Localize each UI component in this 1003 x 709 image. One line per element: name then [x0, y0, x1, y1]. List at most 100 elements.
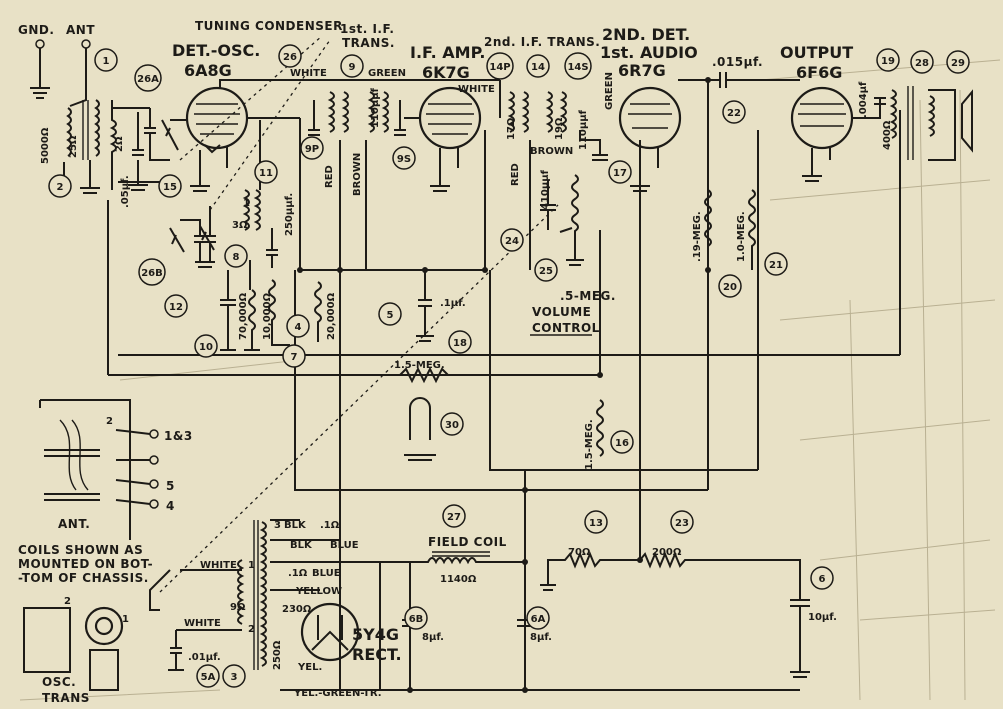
second-if-white: WHITE — [458, 84, 495, 95]
r250-label: 250Ω — [272, 640, 283, 670]
svg-text:17: 17 — [613, 168, 627, 179]
r19meg-label: .19-MEG. — [692, 211, 703, 262]
power-transformer: 3 BLK .1Ω BLK BLUE .1Ω BLUE YELLOW 230Ω … — [149, 519, 381, 690]
rectifier-stage: 5Y4G RECT. YEL. YEL.-GREEN-TR. — [293, 602, 402, 699]
svg-text:6: 6 — [819, 574, 826, 585]
det-osc-stage: DET.-OSC. 6A8G — [170, 41, 500, 192]
svg-text:29: 29 — [951, 58, 965, 69]
first-if-white: WHITE — [290, 68, 327, 79]
pin-1and3-label: 1&3 — [164, 429, 193, 443]
callout-16: 16 — [610, 430, 634, 454]
svg-text:27: 27 — [447, 512, 461, 523]
r1meg-label: 1.0-MEG. — [736, 211, 747, 262]
c2-label: 2Ω — [114, 136, 125, 152]
svg-text:8: 8 — [233, 252, 240, 263]
pt-blue1: BLUE — [330, 540, 359, 551]
c10-label: 10μf. — [808, 612, 837, 623]
det-osc-title: DET.-OSC. — [172, 41, 260, 60]
callout-6b: 6B — [404, 606, 428, 630]
ant-coil-pin-5 — [149, 479, 159, 489]
svg-text:22: 22 — [727, 108, 741, 119]
volume-label3: CONTROL — [532, 321, 600, 335]
svg-text:14P: 14P — [489, 62, 510, 73]
r400-label: 400Ω — [882, 120, 893, 150]
svg-text:7: 7 — [291, 352, 298, 363]
callout-8: 8 — [224, 244, 248, 268]
svg-text:26B: 26B — [141, 268, 163, 279]
avc-resistors: 1.5-MEG. 1.5-MEG. — [394, 360, 604, 470]
svg-text:13: 13 — [589, 518, 603, 529]
gnd-terminal — [35, 39, 45, 49]
rect-tube: 5Y4G — [352, 625, 399, 644]
gnd-label: GND. — [18, 23, 54, 37]
coils-note-1: COILS SHOWN AS — [18, 543, 143, 557]
c1-label: .1μf. — [440, 298, 466, 309]
callout-23: 23 — [670, 510, 694, 534]
output-tube: 6F6G — [796, 63, 842, 82]
r17-label: 17Ω — [506, 117, 517, 140]
svg-text:11: 11 — [259, 168, 273, 179]
osc-trans-body — [84, 606, 124, 646]
c05-label: .05μf. — [120, 175, 131, 208]
r5000-label: 5000Ω — [40, 127, 51, 164]
first-if-green: GREEN — [368, 68, 406, 79]
second-if-brown: BROWN — [530, 146, 573, 157]
t1-label: .1Ω — [320, 520, 340, 531]
if-amp-stage: I.F. AMP. 6K7G — [410, 43, 485, 192]
svg-text:10: 10 — [199, 342, 213, 353]
r200-label: 200Ω — [652, 547, 682, 558]
svg-text:28: 28 — [915, 58, 929, 69]
svg-text:15: 15 — [163, 182, 177, 193]
if-amp-tube-envelope — [418, 86, 482, 150]
if-amp-tube: 6K7G — [422, 63, 470, 82]
svg-text:16: 16 — [615, 438, 629, 449]
det-audio-tube-envelope — [618, 86, 682, 150]
ant-coil-label: ANT. — [58, 517, 90, 531]
background-ghost-lines — [19, 59, 1001, 701]
pt-yellow: YELLOW — [295, 586, 342, 597]
callout-11: 11 — [254, 160, 278, 184]
svg-text:12: 12 — [169, 302, 183, 313]
svg-text:14S: 14S — [567, 62, 588, 73]
rect-yel: YEL. — [297, 662, 322, 673]
det-audio-stage: 2ND. DET. 1st. AUDIO 6R7G .015μf. — [600, 25, 800, 192]
osc-pin1-label: 1 — [122, 614, 129, 625]
c250-label: 250μμf. — [284, 193, 295, 236]
ant-coil-pin-x — [149, 455, 159, 465]
callout-13: 13 — [584, 510, 608, 534]
tuning-condenser: TUNING CONDENSER — [159, 19, 559, 593]
second-if-transformer: 2nd. I.F. TRANS. WHITE 17Ω 19Ω 110μμf RE… — [458, 35, 615, 270]
r3-label: 3Ω — [232, 220, 248, 231]
c01-label: .01μf. — [188, 652, 221, 663]
callout-25: 25 — [534, 258, 558, 282]
callout-30: 30 — [440, 412, 464, 436]
svg-text:26A: 26A — [137, 74, 159, 85]
output-title: OUTPUT — [780, 43, 853, 62]
if-amp-title: I.F. AMP. — [410, 43, 485, 62]
callout-9s: 9S — [392, 146, 416, 170]
callout-4: 4 — [286, 314, 310, 338]
det-audio-tube: 6R7G — [618, 61, 666, 80]
pt-blk1: BLK — [284, 520, 307, 531]
callout-22: 22 — [722, 100, 746, 124]
audio-grid-resistors: .19-MEG. 1.0-MEG. — [692, 189, 756, 270]
callout-29: 29 — [946, 50, 970, 74]
r9-label: 9Ω — [230, 602, 246, 613]
rect-tube-envelope — [300, 602, 360, 662]
pin-5-label: 5 — [166, 479, 175, 493]
callout-20: 20 — [718, 274, 742, 298]
svg-text:9P: 9P — [305, 144, 319, 155]
callout-24: 24 — [500, 228, 524, 252]
first-if-brown: BROWN — [352, 153, 363, 196]
svg-text:1: 1 — [103, 56, 110, 67]
svg-text:5A: 5A — [201, 672, 216, 683]
callout-9p: 9P — [300, 136, 324, 160]
svg-text:20: 20 — [723, 282, 737, 293]
r1-5meg-b-label: 1.5-MEG. — [584, 419, 595, 470]
ant-coil-pin-13 — [149, 429, 159, 439]
osc-pin1: 1 — [243, 198, 250, 209]
pt-blk2: BLK — [290, 540, 313, 551]
ant-coil-pin-4 — [149, 499, 159, 509]
callout-26a: 26A — [134, 64, 162, 92]
